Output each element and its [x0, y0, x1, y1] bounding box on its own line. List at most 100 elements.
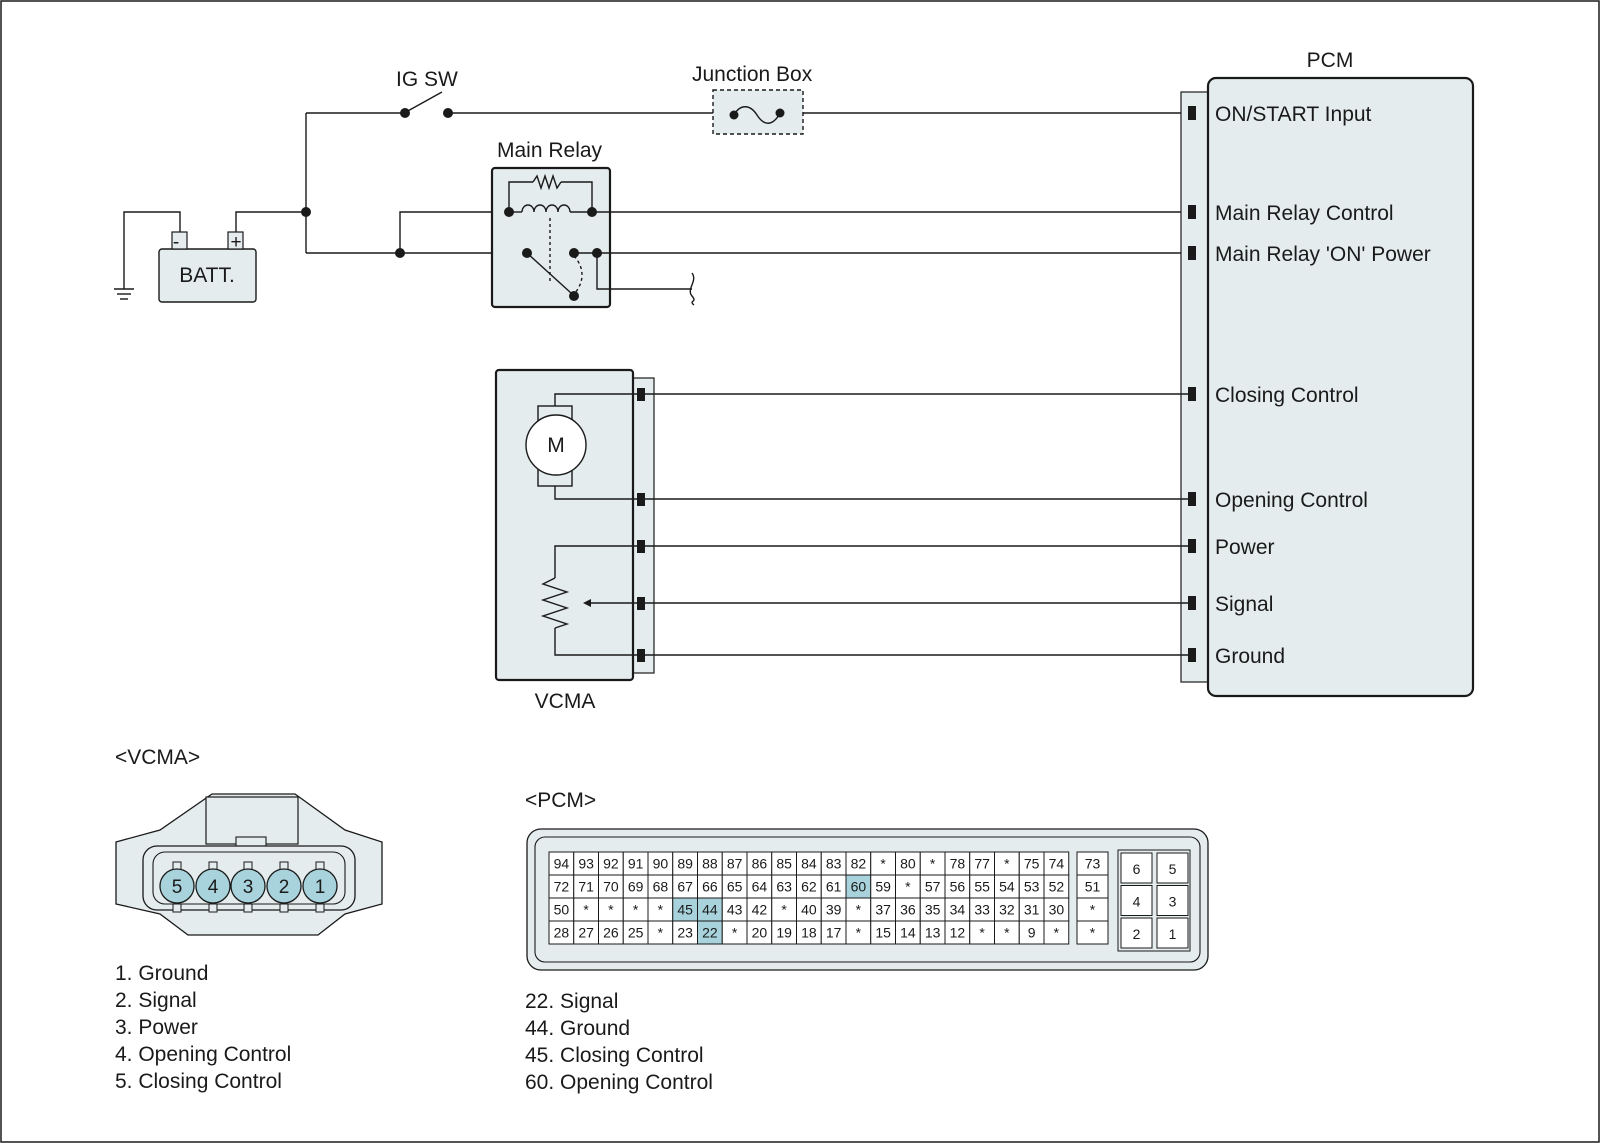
pcm-signal-label: Power [1215, 536, 1275, 559]
pcm-conn-pin-number: 30 [1049, 902, 1065, 918]
vcma-pin [266, 868, 302, 904]
pcm-conn-pin-number: * [1090, 925, 1096, 941]
pcm-conn-pin-number: 27 [578, 925, 594, 941]
pcm-conn-pin-number: 63 [776, 879, 792, 895]
pcm-signal-label: Main Relay Control [1215, 202, 1394, 225]
pcm-conn-pin-number: 92 [603, 856, 619, 872]
pcm-conn-pin-number: 91 [628, 856, 644, 872]
pcm-pin [1188, 205, 1196, 219]
junction-box-label: Junction Box [692, 63, 813, 86]
vcma-legend-item: 3. Power [115, 1016, 198, 1039]
pcm-conn-pin-number: 86 [752, 856, 768, 872]
pcm-conn-pin-number: 52 [1049, 879, 1065, 895]
pcm-conn-pin-number: 66 [702, 879, 718, 895]
pcm-conn-pin-number: 43 [727, 902, 743, 918]
pcm-conn-pin-number: 34 [950, 902, 966, 918]
pcm-conn-pin-number: 18 [801, 925, 817, 941]
vcma-legend-item: 5. Closing Control [115, 1070, 282, 1093]
vcma-pins [637, 388, 645, 662]
pcm-legend-item: 45. Closing Control [525, 1044, 704, 1067]
pcm-legend-item: 22. Signal [525, 990, 618, 1013]
pcm-conn-pin-number: * [856, 902, 862, 918]
pcm-conn-pin-number: 57 [925, 879, 941, 895]
pcm-conn-cell [1156, 917, 1189, 949]
junction-dots [301, 108, 453, 258]
pcm-conn-pin-number: 84 [801, 856, 817, 872]
pcm-pin [1188, 106, 1196, 120]
pcm-conn-pin-number: 53 [1024, 879, 1040, 895]
pcm-conn-pin-number: 93 [578, 856, 594, 872]
pcm-conn-pin-number: 20 [752, 925, 768, 941]
pcm-conn-pin-number: 55 [974, 879, 990, 895]
pcm-conn-pin-number: 32 [999, 902, 1015, 918]
pcm-conn-cell [1120, 852, 1153, 884]
pcm-conn-pin-number: 22 [702, 925, 718, 941]
pcm-title: PCM [1307, 49, 1354, 72]
pcm-conn-pin-number: 33 [974, 902, 990, 918]
vcma-pin-number: 3 [243, 877, 254, 898]
pcm-conn-pin-number: 50 [554, 902, 570, 918]
pcm-conn-pin-number: 39 [826, 902, 842, 918]
pcm-conn-pin-number: 74 [1049, 856, 1065, 872]
pcm-conn-pin-number: 62 [801, 879, 817, 895]
pcm-conn-pin-number: 12 [950, 925, 966, 941]
pcm-conn-pin-number: 94 [554, 856, 570, 872]
pcm-conn-pin-number: 67 [677, 879, 693, 895]
pcm-conn-pin-number: 45 [677, 902, 693, 918]
pcm-conn-pin-number: * [1090, 902, 1096, 918]
pcm-conn-pin-number: 75 [1024, 856, 1040, 872]
pcm-conn-pin-number: 65 [727, 879, 743, 895]
vcma-pin [159, 868, 195, 904]
pcm-conn-pin-number: 68 [653, 879, 669, 895]
pcm-conn-pin-number: 61 [826, 879, 842, 895]
pcm-conn-pin-number: * [930, 856, 936, 872]
pcm-conn-pin-number: 89 [677, 856, 693, 872]
pcm-conn-pin-number: 31 [1024, 902, 1040, 918]
pcm-conn-pin-number: * [583, 902, 589, 918]
pcm-signal-label: Ground [1215, 645, 1285, 668]
pcm-conn-pin-number: * [856, 925, 862, 941]
pcm-conn-pin-number: 69 [628, 879, 644, 895]
junction-box [712, 89, 804, 135]
pcm-conn-pin-number: * [658, 902, 664, 918]
pcm-conn-pin-number: 42 [752, 902, 768, 918]
vcma-pin-latch [208, 903, 218, 913]
pcm-signal-label: Closing Control [1215, 384, 1359, 407]
pcm-conn-pin-number: 73 [1085, 856, 1101, 872]
vcma-pcm-wires [642, 393, 1192, 656]
pcm-conn-pin-number: 78 [950, 856, 966, 872]
pcm-conn-pin-number: 37 [875, 902, 891, 918]
pcm-conn-pin-number: 85 [776, 856, 792, 872]
vcma-module [494, 368, 655, 682]
power-section [114, 91, 1192, 300]
motor-symbol-label: M [547, 434, 565, 457]
pcm-conn-pin-number: 83 [826, 856, 842, 872]
pcm-conn-pin-number: 15 [875, 925, 891, 941]
pcm-conn-pin-number: * [633, 902, 639, 918]
pcm-conn-cell [1043, 920, 1070, 945]
pcm-conn-pin-number: 56 [950, 879, 966, 895]
pcm-conn-pin-number: 4 [1133, 894, 1141, 910]
vcma-pin-number: 2 [279, 877, 290, 898]
vcma-pin [302, 868, 338, 904]
pcm-legend-item: 44. Ground [525, 1017, 630, 1040]
pcm-signal-label: Main Relay 'ON' Power [1215, 243, 1431, 266]
vcma-pin [230, 868, 266, 904]
battery [158, 231, 257, 303]
pcm-conn-pin-number: 23 [677, 925, 693, 941]
pcm-conn-pin-number: * [880, 856, 886, 872]
battery-plus-label: + [230, 232, 241, 253]
pcm-conn-pin-number: 17 [826, 925, 842, 941]
pcm-conn-pin-number: 71 [578, 879, 594, 895]
pcm-conn-pin-number: 90 [653, 856, 669, 872]
pcm-pin [1188, 246, 1196, 260]
main-relay-label: Main Relay [497, 139, 603, 162]
pcm-conn-cell [1156, 852, 1189, 884]
pcm-legend: 22. Signal 44. Ground 45. Closing Contro… [525, 990, 713, 1094]
pcm-conn-pin-number: 60 [851, 879, 867, 895]
pcm-conn-pin-number: 2 [1133, 926, 1141, 942]
pcm-signal-label: Signal [1215, 593, 1273, 616]
